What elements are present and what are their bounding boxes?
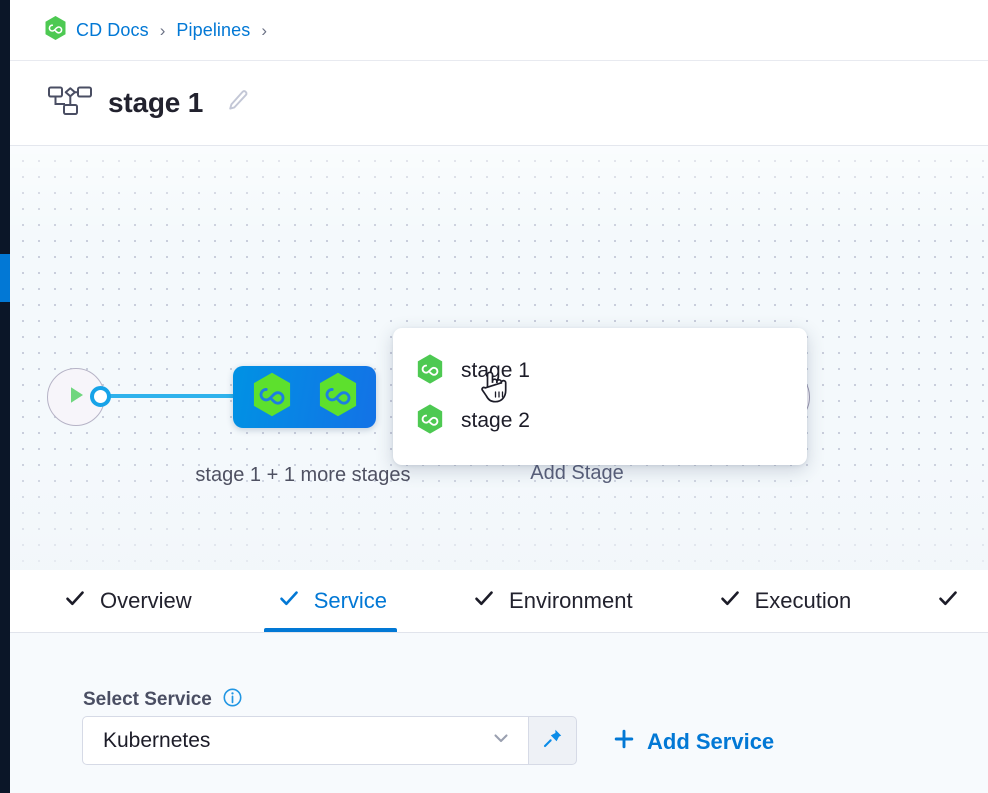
stage-selector-dropdown[interactable]: stage 1 stage 2	[393, 328, 807, 465]
tab-label: Execution	[754, 588, 852, 613]
breadcrumb-items: CD Docs › Pipelines ›	[44, 15, 269, 46]
stage-menu-item-stage-1[interactable]: stage 1	[393, 346, 807, 396]
breadcrumb: CD Docs › Pipelines ›	[10, 0, 988, 61]
service-select-group: Kubernetes	[82, 716, 577, 765]
add-service-button[interactable]: Add Service	[613, 728, 774, 756]
stage-group-node-label: stage 1 + 1 more stages	[195, 464, 411, 486]
stage-menu-item-label: stage 1	[461, 359, 530, 382]
breadcrumb-separator: ›	[261, 20, 268, 40]
pin-icon	[542, 727, 564, 754]
pipeline-edge	[104, 394, 240, 398]
harness-hexagon-icon	[44, 15, 67, 46]
page-title: stage 1	[108, 87, 204, 118]
service-select[interactable]: Kubernetes	[82, 716, 529, 765]
tab-label: Environment	[509, 588, 633, 613]
stage-menu-item-stage-2[interactable]: stage 2	[393, 396, 807, 446]
tab-service[interactable]: Service	[263, 570, 423, 632]
left-nav-active-indicator	[0, 254, 10, 302]
harness-hexagon-icon	[416, 403, 444, 440]
stage-group-node[interactable]	[233, 366, 376, 428]
pencil-icon[interactable]	[225, 88, 249, 119]
tab-advanced[interactable]	[923, 570, 988, 632]
breadcrumb-item-cd-docs[interactable]: CD Docs	[76, 19, 149, 40]
breadcrumb-item-pipelines[interactable]: Pipelines	[176, 19, 251, 40]
check-icon	[937, 587, 959, 615]
check-icon	[278, 587, 300, 615]
service-form-panel: Select Service Kubernetes	[10, 633, 988, 793]
pin-service-button[interactable]	[529, 716, 577, 765]
service-select-value: Kubernetes	[103, 728, 211, 752]
stage-tab-bar: Overview Service Environment Execution	[10, 570, 988, 633]
plus-icon	[613, 728, 635, 756]
harness-hexagon-icon	[317, 371, 359, 423]
tab-execution[interactable]: Execution	[705, 570, 888, 632]
pipeline-graph-icon	[48, 85, 92, 122]
add-stage-label: Add Stage	[530, 462, 624, 484]
check-icon	[719, 587, 741, 615]
check-icon	[473, 587, 495, 615]
stage-menu-item-label: stage 2	[461, 409, 530, 432]
play-icon	[63, 382, 89, 413]
page-header: stage 1	[10, 61, 988, 146]
select-service-label-row: Select Service	[83, 687, 243, 713]
add-service-label: Add Service	[647, 729, 775, 754]
info-icon[interactable]	[222, 687, 243, 713]
harness-hexagon-icon	[416, 353, 444, 390]
chevron-down-icon	[491, 728, 511, 753]
tab-label: Overview	[100, 588, 192, 613]
left-nav-rail	[0, 0, 10, 793]
tab-label: Service	[313, 588, 388, 613]
tab-environment[interactable]: Environment	[459, 570, 669, 632]
tab-overview[interactable]: Overview	[50, 570, 228, 632]
harness-hexagon-icon	[251, 371, 293, 423]
check-icon	[64, 587, 86, 615]
start-node-port[interactable]	[90, 386, 111, 407]
breadcrumb-separator: ›	[159, 20, 166, 40]
select-service-label: Select Service	[83, 689, 212, 710]
